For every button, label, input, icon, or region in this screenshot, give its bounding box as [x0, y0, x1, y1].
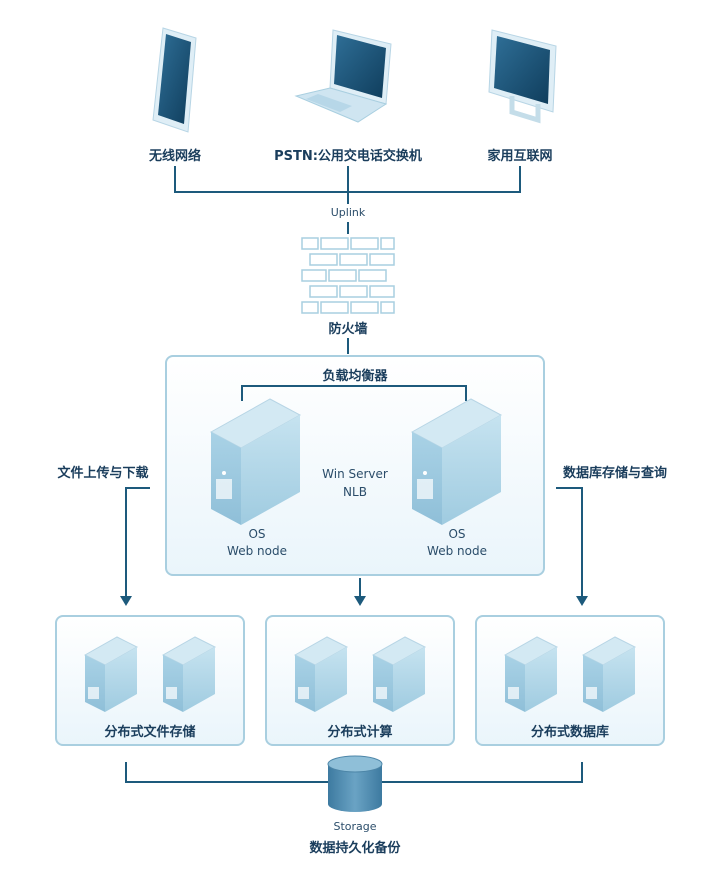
web-server-icon: [410, 398, 503, 525]
uplink-label: Uplink: [330, 206, 366, 219]
database-label: 分布式数据库: [530, 725, 609, 740]
compute-cluster: 分布式计算: [265, 615, 455, 746]
storage-title: 数据持久化备份: [309, 841, 401, 856]
arrow-heads: [120, 596, 588, 606]
load-balancer-title: 负载均衡器: [322, 369, 388, 384]
file-storage-label: 分布式文件存储: [104, 725, 196, 740]
right-node-web-label: Web node: [427, 544, 487, 558]
db-store-query-label: 数据库存储与查询: [562, 466, 667, 481]
file-upload-download-label: 文件上传与下载: [57, 466, 149, 481]
firewall-label: 防火墙: [328, 322, 368, 337]
left-node-web-label: Web node: [227, 544, 287, 558]
server-icon: [371, 636, 427, 712]
right-node-os-label: OS: [448, 527, 466, 541]
web-server-icon: [209, 398, 302, 525]
nlb-label: NLB: [343, 485, 367, 499]
home-internet-label: 家用互联网: [487, 149, 553, 164]
compute-label: 分布式计算: [327, 725, 393, 740]
monitor-icon: [488, 29, 557, 124]
wireless-network-label: 无线网络: [148, 149, 201, 164]
device-connectors: [174, 166, 521, 354]
load-balancer-panel: 负载均衡器 Win Server NLB OS Web node OS Web …: [165, 355, 545, 576]
win-server-label: Win Server: [322, 467, 388, 481]
server-icon: [293, 636, 349, 712]
left-node-os-label: OS: [248, 527, 266, 541]
load-balancer-graphics: [209, 385, 503, 525]
tablet-icon: [152, 27, 197, 133]
database-cluster: 分布式数据库: [475, 615, 665, 746]
server-icon: [503, 636, 559, 712]
laptop-icon: [294, 29, 392, 123]
storage-caption: Storage: [333, 820, 377, 833]
pstn-label: PSTN:公用交电话交换机: [274, 149, 422, 164]
server-icon: [83, 636, 139, 712]
server-icon: [161, 636, 217, 712]
file-storage-cluster: 分布式文件存储: [55, 615, 245, 746]
storage-cylinder-icon: [327, 755, 383, 812]
server-icon: [581, 636, 637, 712]
firewall-icon: [301, 237, 395, 314]
flow-arrows: [125, 487, 583, 596]
